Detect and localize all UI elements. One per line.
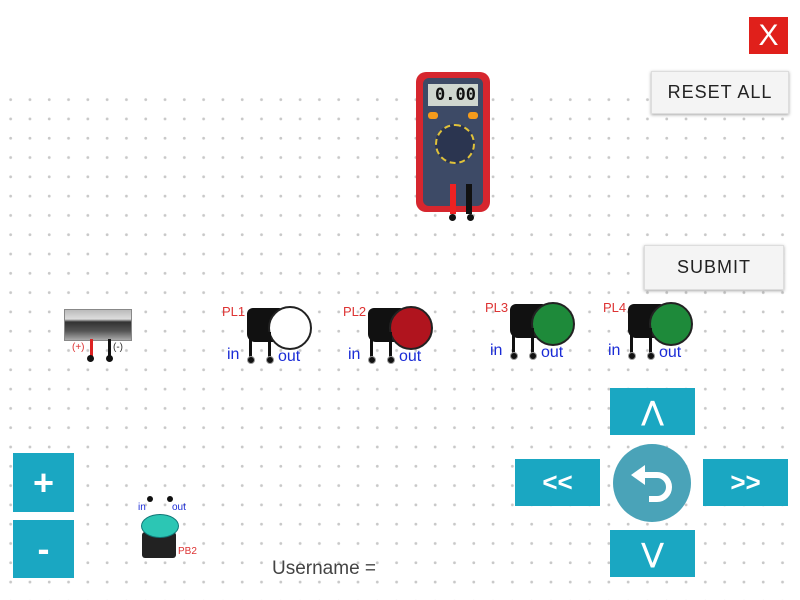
- power-supply[interactable]: [64, 309, 132, 341]
- terminal-in[interactable]: [147, 496, 153, 502]
- lamp-label: PL3: [485, 300, 509, 315]
- out-label: out: [172, 502, 186, 513]
- pan-up-button[interactable]: ⋀: [610, 388, 695, 435]
- username-label: Username =: [272, 558, 377, 579]
- power-supply-terminal-pos[interactable]: [87, 355, 94, 362]
- pilot-lamp-pl4[interactable]: PL4 in out: [603, 300, 713, 370]
- lamp-lens: [268, 306, 312, 350]
- zoom-in-button[interactable]: +: [13, 453, 74, 512]
- reset-all-button[interactable]: RESET ALL: [651, 71, 789, 114]
- terminal-out[interactable]: [266, 356, 274, 364]
- in-label: in: [490, 342, 503, 359]
- terminal-in[interactable]: [247, 356, 255, 364]
- pan-right-button[interactable]: >>: [703, 459, 788, 506]
- close-button[interactable]: X: [749, 17, 788, 54]
- terminal-out[interactable]: [647, 352, 655, 360]
- out-label: out: [278, 348, 301, 365]
- terminal-out[interactable]: [387, 356, 395, 364]
- power-supply-terminal-neg[interactable]: [106, 355, 113, 362]
- in-label: in: [138, 502, 146, 513]
- lamp-lens: [389, 306, 433, 350]
- push-button-pb2[interactable]: in out PB2: [136, 494, 206, 564]
- pan-down-button[interactable]: ⋁: [610, 530, 695, 577]
- lamp-lens: [531, 302, 575, 346]
- pilot-lamp-pl3[interactable]: PL3 in out: [485, 300, 595, 370]
- lamp-lens: [649, 302, 693, 346]
- out-label: out: [541, 344, 564, 361]
- terminal-in[interactable]: [510, 352, 518, 360]
- in-label: in: [608, 342, 621, 359]
- undo-button[interactable]: [613, 444, 691, 522]
- lamp-label: PL4: [603, 300, 627, 315]
- multimeter-display: 0.00: [428, 84, 478, 106]
- zoom-out-button[interactable]: -: [13, 520, 74, 578]
- out-label: out: [399, 348, 422, 365]
- rotary-dial[interactable]: [435, 124, 475, 164]
- pilot-lamp-pl2[interactable]: PL2 in out: [343, 304, 453, 374]
- lamp-label: PL1: [222, 304, 246, 319]
- pushbutton-label: PB2: [178, 546, 197, 557]
- terminal-in[interactable]: [628, 352, 636, 360]
- out-label: out: [659, 344, 682, 361]
- multimeter-terminal-com[interactable]: [449, 214, 456, 221]
- in-label: in: [227, 346, 240, 363]
- terminal-in[interactable]: [368, 356, 376, 364]
- undo-icon: [631, 465, 672, 502]
- lamp-label: PL2: [343, 304, 367, 319]
- terminal-out[interactable]: [167, 496, 173, 502]
- terminal-out[interactable]: [529, 352, 537, 360]
- pan-left-button[interactable]: <<: [515, 459, 600, 506]
- in-label: in: [348, 346, 361, 363]
- submit-button[interactable]: SUBMIT: [644, 245, 784, 290]
- multimeter-terminal-v[interactable]: [467, 214, 474, 221]
- power-supply-neg-label: (-): [113, 342, 123, 353]
- power-supply-pos-label: (+): [72, 342, 85, 353]
- pilot-lamp-pl1[interactable]: PL1 in out: [222, 304, 332, 374]
- multimeter[interactable]: 0.00: [416, 72, 490, 214]
